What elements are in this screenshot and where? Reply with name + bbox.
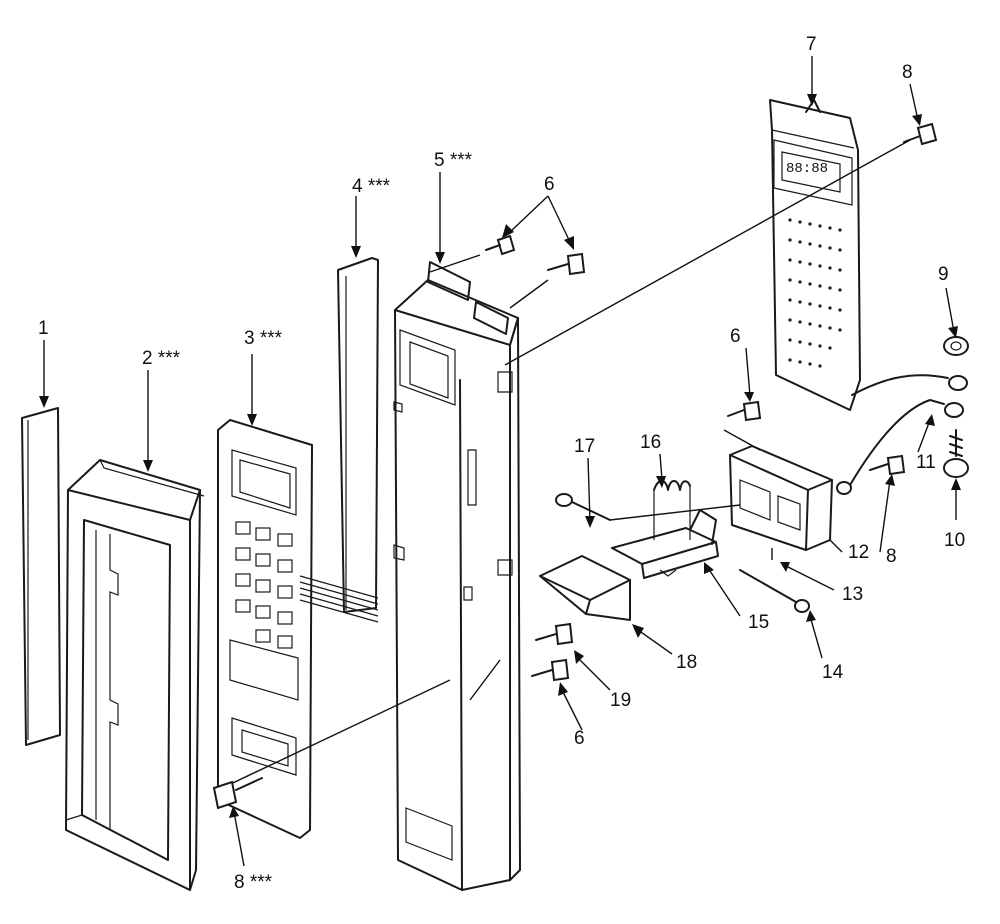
part-15-bracket bbox=[611, 509, 719, 579]
leader-arrows bbox=[39, 56, 961, 867]
label-part-8-middle: 8 bbox=[886, 546, 897, 567]
part-1-strip bbox=[21, 407, 61, 746]
label-part-17: 17 bbox=[574, 436, 595, 457]
board-component-dots bbox=[788, 218, 842, 368]
label-part-11: 11 bbox=[916, 452, 936, 473]
part-9-nut bbox=[943, 336, 969, 356]
label-part-12: 12 bbox=[848, 542, 869, 563]
part-labels: 1 2 *** 3 *** 4 *** 5 *** 6 7 8 9 6 11 1… bbox=[38, 34, 965, 893]
leader-6b-to-chassis bbox=[509, 279, 549, 309]
label-part-8-top: 8 bbox=[902, 62, 913, 83]
label-part-16: 16 bbox=[640, 432, 661, 453]
screw-6-top-b bbox=[547, 252, 586, 276]
label-part-2: 2 *** bbox=[142, 348, 181, 369]
label-part-14: 14 bbox=[822, 662, 844, 683]
label-part-19: 19 bbox=[610, 690, 631, 711]
label-part-15: 15 bbox=[748, 612, 769, 633]
screw-8-middle bbox=[869, 454, 906, 476]
label-part-10: 10 bbox=[944, 530, 965, 551]
leader-8-to-chassis bbox=[504, 139, 911, 366]
part-11-wires bbox=[836, 374, 968, 495]
screw-6-top-a bbox=[485, 234, 516, 256]
label-part-6-middle: 6 bbox=[730, 326, 741, 347]
leader-6-to-chassis bbox=[429, 254, 481, 273]
label-part-6-top: 6 bbox=[544, 174, 555, 195]
part-4-strip bbox=[337, 257, 379, 613]
label-part-8-bottom: 8 *** bbox=[234, 872, 273, 893]
board-display-digits: 88:88 bbox=[786, 161, 828, 177]
screw-6-bottom bbox=[531, 658, 570, 682]
label-part-18: 18 bbox=[676, 652, 697, 673]
part-5-chassis bbox=[393, 261, 521, 891]
leader-19-to-chassis bbox=[469, 659, 501, 701]
label-part-5: 5 *** bbox=[434, 150, 473, 171]
screw-8-bottom bbox=[212, 777, 263, 810]
part-10-screw bbox=[943, 429, 969, 478]
part-18-lever bbox=[539, 555, 631, 621]
screw-8-top bbox=[903, 122, 938, 146]
label-part-6-bottom: 6 bbox=[574, 728, 585, 749]
label-part-13: 13 bbox=[842, 584, 863, 605]
label-part-4: 4 *** bbox=[352, 176, 391, 197]
label-part-7: 7 bbox=[806, 34, 817, 55]
part-17-bolt bbox=[555, 493, 741, 521]
screw-6-middle bbox=[727, 400, 762, 422]
part-13-14-pin bbox=[739, 548, 810, 613]
part-2-door-frame bbox=[65, 459, 205, 891]
part-3-control-panel bbox=[217, 419, 379, 839]
screw-19 bbox=[535, 622, 574, 646]
label-part-9: 9 bbox=[938, 264, 949, 285]
leader-3-to-chassis bbox=[217, 679, 451, 791]
label-part-3: 3 *** bbox=[244, 328, 283, 349]
leader-6-to-switch bbox=[723, 429, 761, 451]
part-12-switch-block bbox=[729, 445, 833, 551]
part-7-control-board: 88:88 bbox=[769, 99, 861, 411]
label-part-1: 1 bbox=[38, 318, 49, 339]
